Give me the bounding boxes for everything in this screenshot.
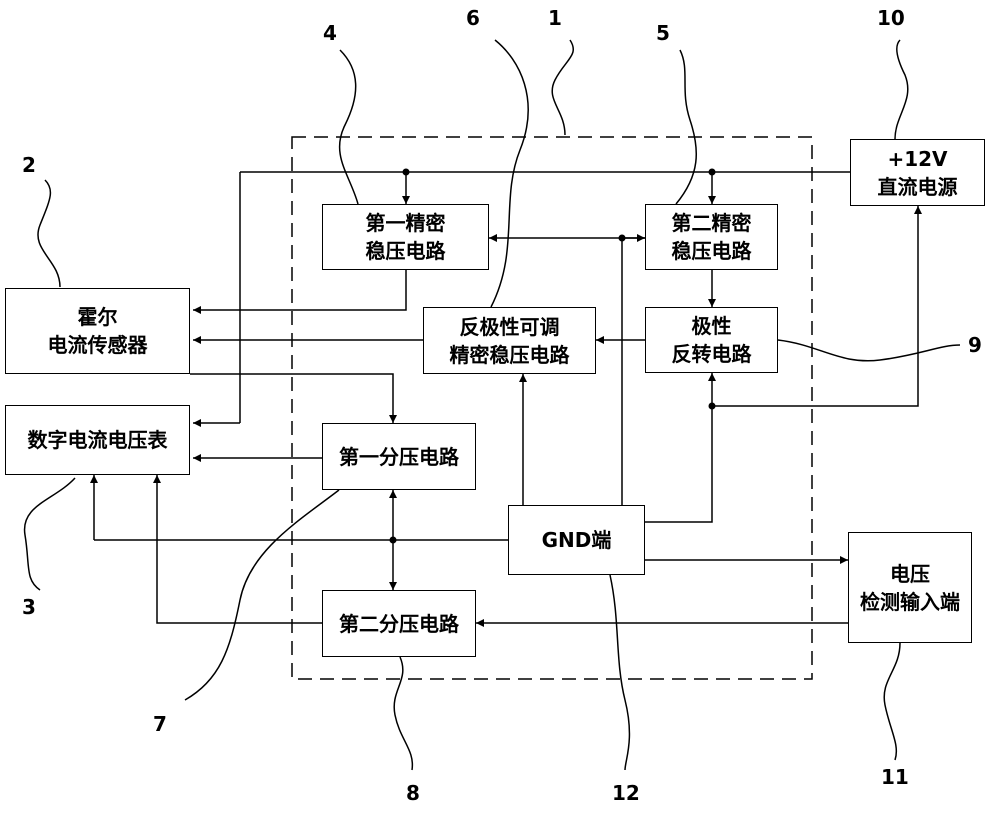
callout-12: 12 <box>612 781 640 805</box>
power-12v-line2: 直流电源 <box>877 174 958 199</box>
junction-dot <box>708 168 716 176</box>
leader-11 <box>883 642 901 761</box>
callout-6: 6 <box>466 6 480 30</box>
precision-reg-2-line1: 第二精密 <box>671 211 752 235</box>
junction-dot <box>402 168 410 176</box>
callout-1: 1 <box>548 6 562 30</box>
callout-8: 8 <box>406 781 420 805</box>
callout-4: 4 <box>323 21 337 45</box>
divider-1-label: 第一分压电路 <box>339 444 459 469</box>
polarity-reverse-line2: 反转电路 <box>671 342 752 366</box>
callout-10: 10 <box>877 6 905 30</box>
callout-11: 11 <box>881 765 909 789</box>
voltage-input-line1: 电压 <box>890 561 930 586</box>
junction-dot <box>708 402 716 410</box>
divider-2-label: 第二分压电路 <box>339 611 459 636</box>
reverse-polarity-reg-line1: 反极性可调 <box>459 314 560 339</box>
callout-3: 3 <box>22 595 36 619</box>
callout-2: 2 <box>22 153 36 177</box>
leader-2 <box>37 179 61 288</box>
polarity-reverse-block: 极性 反转电路 <box>645 307 778 373</box>
power-12v-line1: +12V <box>887 146 948 171</box>
junction-dot <box>389 536 397 544</box>
leader-6 <box>490 39 529 308</box>
leader-8 <box>393 656 414 771</box>
module-boundary <box>291 136 813 680</box>
junction-dot <box>618 234 626 242</box>
voltage-input-line2: 检测输入端 <box>860 589 960 614</box>
gnd-label: GND端 <box>541 528 612 552</box>
precision-reg-2-line2: 稳压电路 <box>671 239 752 263</box>
leader-5 <box>675 49 698 205</box>
divider-1-block: 第一分压电路 <box>322 423 476 490</box>
leader-9 <box>777 339 961 362</box>
callout-5: 5 <box>656 21 670 45</box>
hall-sensor-block: 霍尔 电流传感器 <box>5 288 190 374</box>
reverse-polarity-reg-block: 反极性可调 精密稳压电路 <box>423 307 596 374</box>
leader-12 <box>609 574 631 771</box>
precision-reg-1-line1: 第一精密 <box>365 211 446 235</box>
leader-4 <box>338 49 359 205</box>
precision-reg-1-block: 第一精密 稳压电路 <box>322 204 489 270</box>
leader-10 <box>894 39 909 140</box>
precision-reg-1-line2: 稳压电路 <box>365 239 446 263</box>
digital-meter-label: 数字电流电压表 <box>27 428 168 452</box>
digital-meter-block: 数字电流电压表 <box>5 405 190 475</box>
hall-sensor-line1: 霍尔 <box>77 305 118 329</box>
polarity-reverse-line1: 极性 <box>691 314 732 338</box>
precision-reg-2-block: 第二精密 稳压电路 <box>645 204 778 270</box>
divider-2-block: 第二分压电路 <box>322 590 476 657</box>
gnd-block: GND端 <box>508 505 645 575</box>
leader-7 <box>184 489 340 701</box>
callout-7: 7 <box>153 712 167 736</box>
callout-9: 9 <box>968 333 982 357</box>
leader-3 <box>23 477 76 591</box>
voltage-input-block: 电压 检测输入端 <box>848 532 972 643</box>
power-12v-block: +12V 直流电源 <box>850 139 985 206</box>
hall-sensor-line2: 电流传感器 <box>47 333 148 357</box>
leader-1 <box>551 39 575 136</box>
reverse-polarity-reg-line2: 精密稳压电路 <box>449 342 570 367</box>
